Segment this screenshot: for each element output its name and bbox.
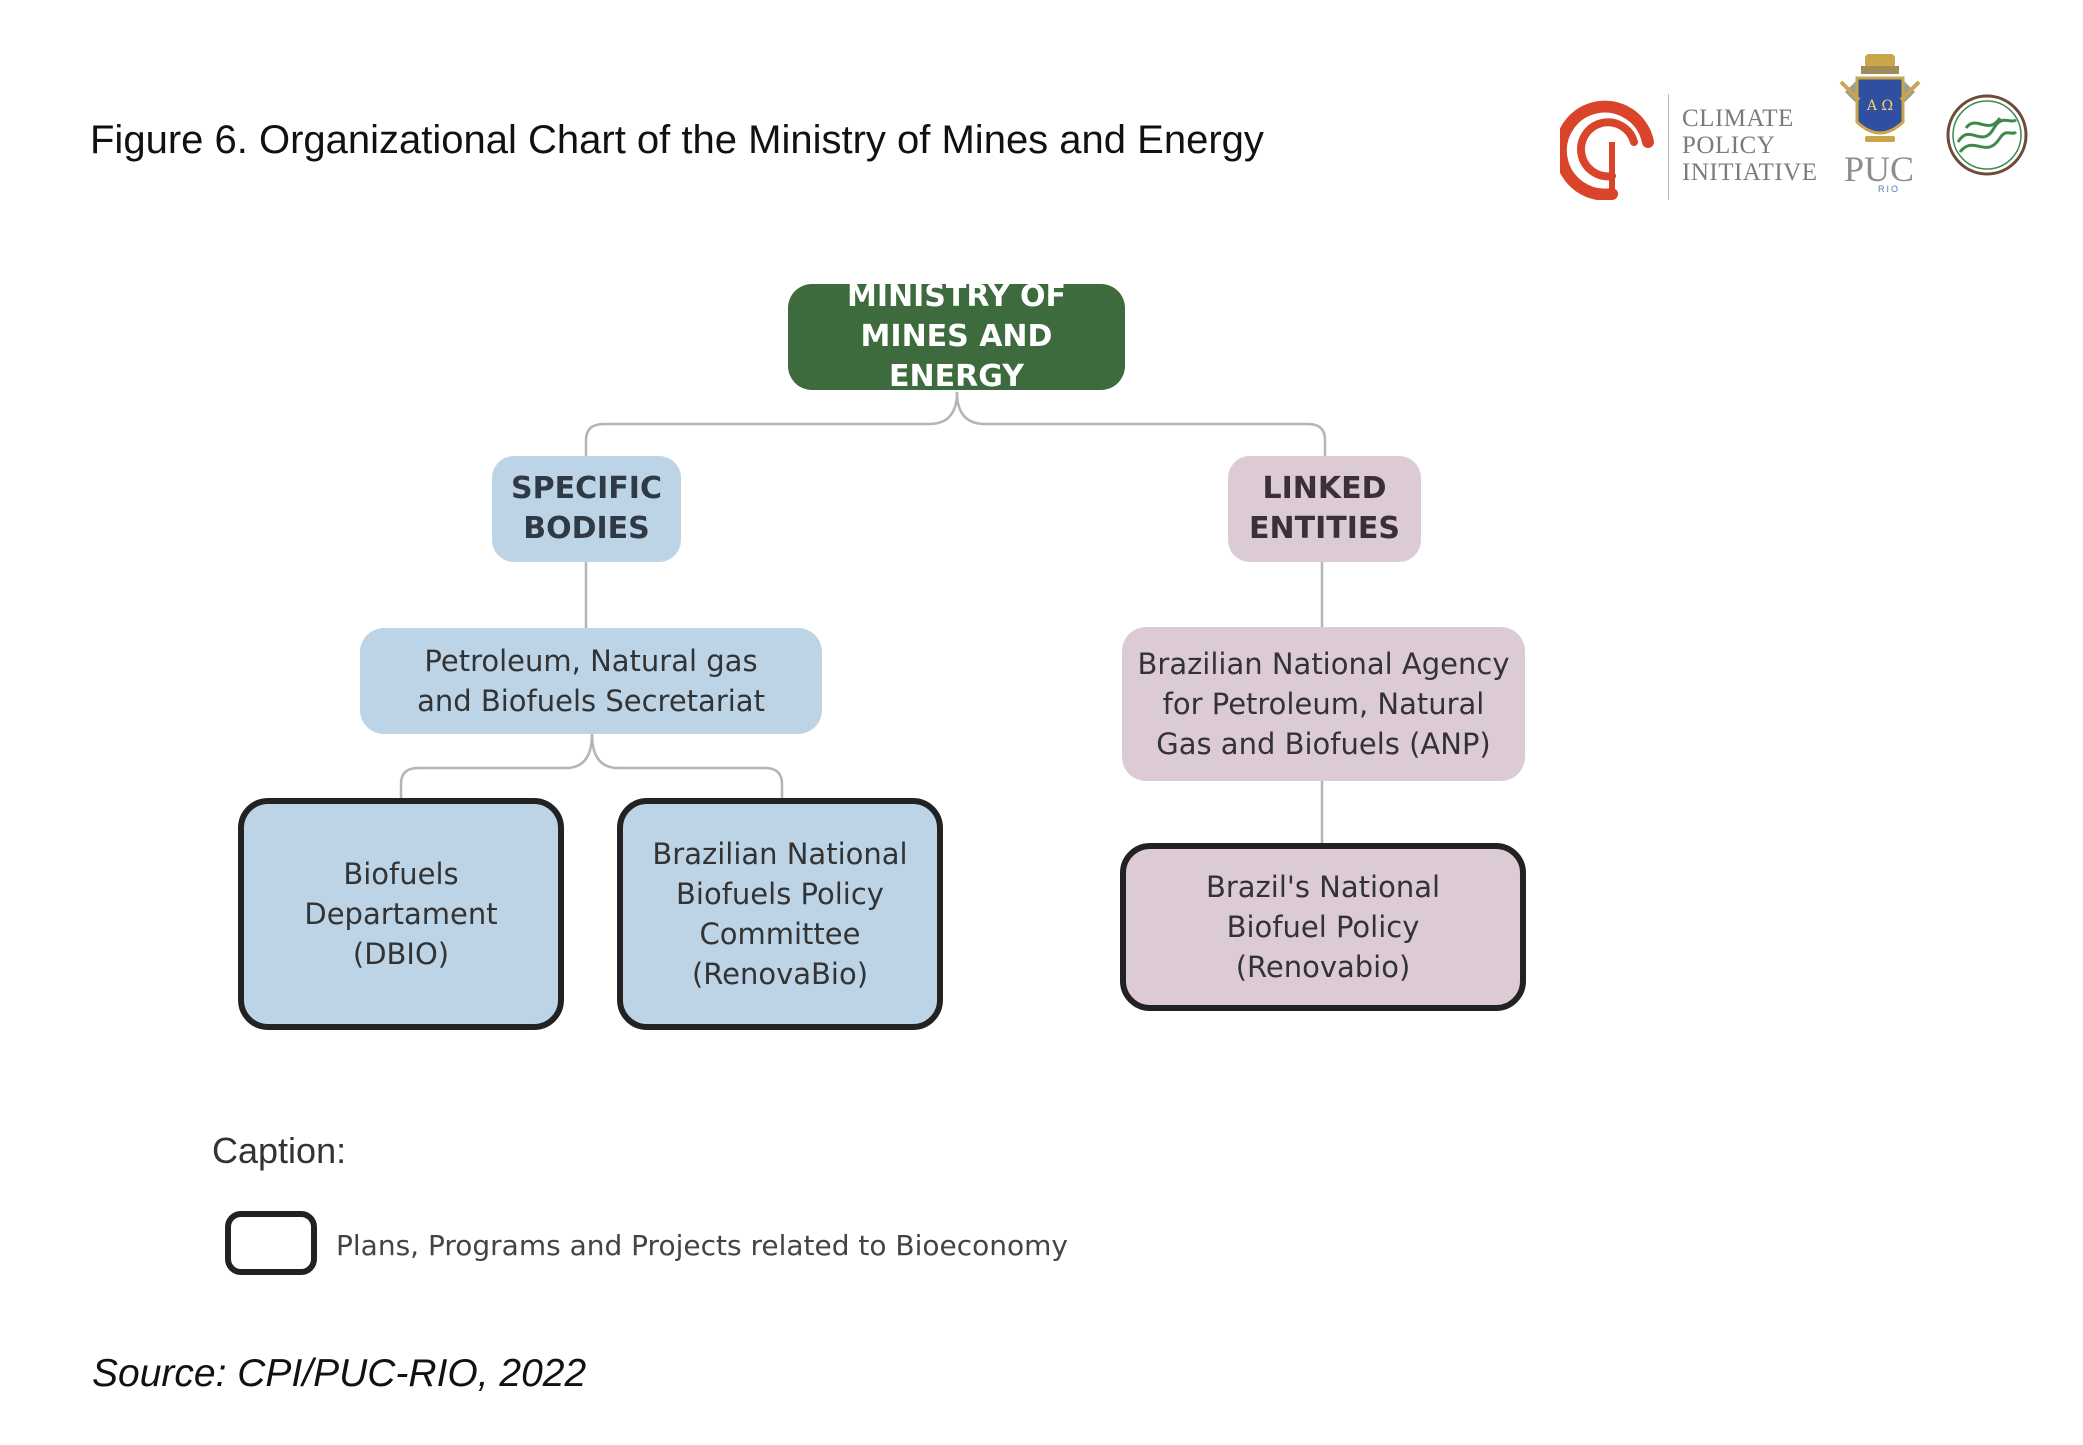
node-label: MINISTRY OF MINES AND ENERGY (847, 279, 1066, 394)
node-label: Brazilian National Biofuels Policy Commi… (652, 837, 908, 991)
node-label: LINKED ENTITIES (1249, 471, 1400, 546)
logo-area: CLIMATE POLICY INITIATIVE A Ω PUC RIO (1560, 50, 2040, 200)
node-dbio: Biofuels Departament (DBIO) (238, 798, 564, 1030)
connector-secretariat-dbio (399, 733, 594, 798)
seal-lettering: A Ω (1866, 98, 1893, 114)
node-renovabio-committee: Brazilian National Biofuels Policy Commi… (617, 798, 943, 1030)
node-label: Brazil's National Biofuel Policy (Renova… (1205, 870, 1441, 984)
bioeconomy-seal-icon (1946, 94, 2028, 176)
cpi-wordmark: CLIMATE POLICY INITIATIVE (1682, 105, 1818, 186)
node-linked-entities: LINKED ENTITIES (1228, 456, 1421, 562)
node-secretariat: Petroleum, Natural gas and Biofuels Secr… (360, 628, 822, 734)
puc-crest-icon: A Ω (1839, 54, 1921, 142)
node-specific-bodies: SPECIFIC BODIES (492, 456, 681, 562)
logo-separator (1668, 94, 1669, 200)
cpi-logo-icon (1560, 100, 1654, 200)
connector-ministry-specific (584, 391, 959, 456)
connector-secretariat-renovabio (590, 733, 784, 798)
node-label: Biofuels Departament (DBIO) (304, 857, 498, 971)
node-anp: Brazilian National Agency for Petroleum,… (1122, 627, 1525, 781)
node-national-biofuel-policy: Brazil's National Biofuel Policy (Renova… (1120, 843, 1526, 1011)
node-label: SPECIFIC BODIES (511, 471, 662, 546)
puc-wordmark: PUC (1844, 149, 1915, 189)
connector-ministry-linked (955, 391, 1327, 456)
legend-text: Plans, Programs and Projects related to … (336, 1229, 1068, 1262)
cpi-line: CLIMATE (1682, 105, 1794, 132)
cpi-line: INITIATIVE (1682, 159, 1818, 186)
node-label: Brazilian National Agency for Petroleum,… (1137, 647, 1510, 761)
legend-swatch (225, 1211, 317, 1275)
source-note: Source: CPI/PUC-RIO, 2022 (92, 1352, 587, 1395)
rio-wordmark: RIO (1878, 184, 1901, 194)
figure-title: Figure 6. Organizational Chart of the Mi… (90, 118, 1264, 162)
node-label: Petroleum, Natural gas and Biofuels Secr… (417, 644, 765, 718)
node-ministry: MINISTRY OF MINES AND ENERGY (788, 279, 1125, 394)
caption-title: Caption: (212, 1130, 347, 1171)
cpi-line: POLICY (1682, 132, 1776, 159)
